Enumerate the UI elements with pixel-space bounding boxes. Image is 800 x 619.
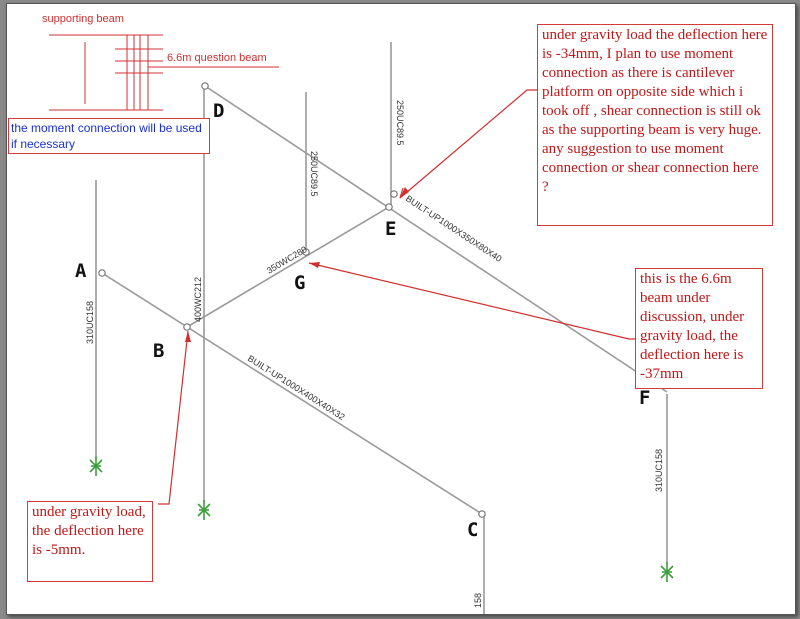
node-g-label: G xyxy=(294,272,305,294)
node-c-label: C xyxy=(467,519,478,541)
arrow-to-g xyxy=(308,262,635,340)
arrowhead-e xyxy=(400,187,409,198)
beam-a-c xyxy=(101,272,483,515)
note-e-deflection: under gravity load the deflection here i… xyxy=(537,24,773,226)
inset-question-beam-label: 6.6m question beam xyxy=(167,52,267,64)
node-e-label: E xyxy=(385,218,396,240)
arrowhead-g xyxy=(309,262,320,268)
node-f-label: F xyxy=(639,387,650,409)
node-e2-marker xyxy=(390,190,398,198)
support-f-icon xyxy=(660,562,674,582)
label-column-a: 310UC158 xyxy=(85,301,95,344)
node-d-label: D xyxy=(213,100,224,122)
node-d-marker xyxy=(201,82,209,90)
note-b-deflection: under gravity load, the deflection here … xyxy=(27,501,153,582)
node-a-marker xyxy=(98,269,106,277)
node-e-marker xyxy=(385,203,393,211)
label-post-g: 250UC89.5 xyxy=(309,151,319,197)
label-beam-d-f: BUILT-UP1000X350X80X40 xyxy=(404,193,504,264)
inset-title: supporting beam xyxy=(42,13,124,25)
node-markers xyxy=(98,82,486,518)
arrowhead-b xyxy=(185,331,191,342)
note-moment-connection: the moment connection will be used if ne… xyxy=(8,118,210,154)
label-column-f: 310UC158 xyxy=(654,449,664,492)
label-column-c: 158 xyxy=(473,593,483,608)
beam-b-e xyxy=(186,206,390,328)
beam-d-f xyxy=(204,85,668,393)
node-b-marker xyxy=(183,323,191,331)
label-post-e: 250UC89.5 xyxy=(395,100,405,146)
inset-sketch xyxy=(49,34,279,111)
diagram-frame: 310UC158 400WC212 310UC158 158 250UC89.5… xyxy=(6,3,796,615)
structural-model: 310UC158 400WC212 310UC158 158 250UC89.5… xyxy=(49,34,674,614)
members xyxy=(95,42,668,614)
arrow-to-b xyxy=(158,330,189,505)
label-beam-b-g: 350WC280 xyxy=(265,244,309,276)
arrow-to-e xyxy=(399,89,537,199)
label-column-b: 400WC212 xyxy=(193,277,203,322)
label-beam-a-c: BUILT-UP1000X400X40X32 xyxy=(246,353,347,422)
supports xyxy=(89,456,674,582)
support-b-icon xyxy=(197,500,211,520)
support-a-icon xyxy=(89,456,103,476)
note-g-deflection: this is the 6.6m beam under discussion, … xyxy=(635,268,763,389)
arrow-heads xyxy=(185,187,409,342)
node-a-label: A xyxy=(75,260,87,282)
annotation-arrows xyxy=(158,89,635,505)
node-b-label: B xyxy=(153,340,164,362)
node-g-marker xyxy=(302,248,310,256)
node-c-marker xyxy=(478,510,486,518)
